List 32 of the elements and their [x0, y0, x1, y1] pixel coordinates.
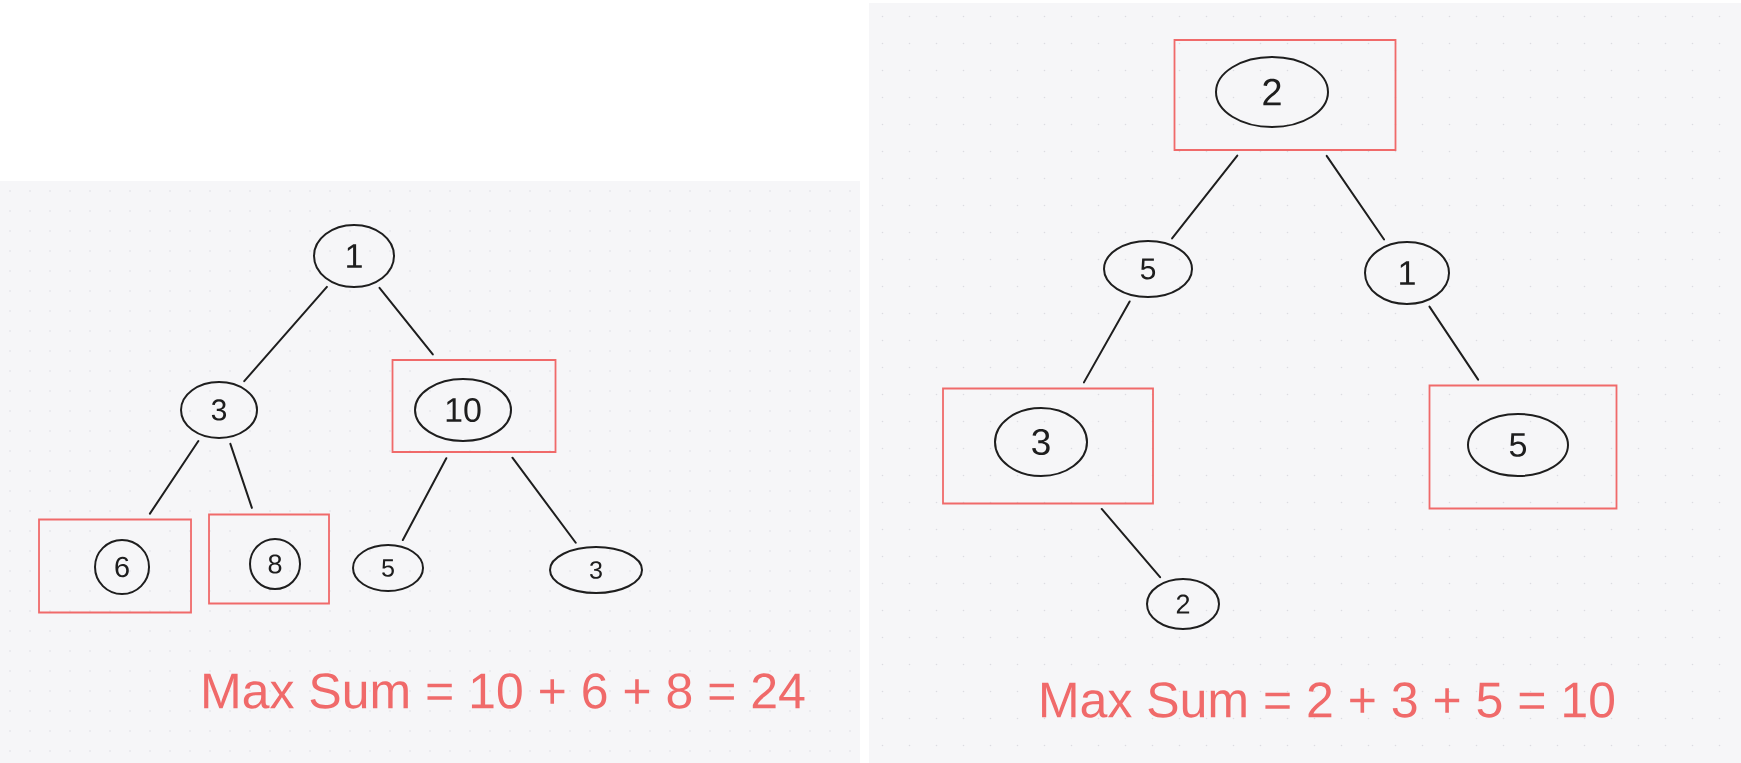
tree-node: 5 [1467, 413, 1569, 477]
highlight-box [38, 518, 192, 614]
tree-node: 5 [1103, 240, 1193, 298]
tree-edge [229, 442, 253, 509]
tree-node: 2 [1146, 578, 1220, 630]
tree-edge [1428, 305, 1480, 381]
highlight-box [208, 513, 330, 605]
tree-edge [1082, 300, 1131, 384]
tree-edge [1325, 154, 1386, 241]
tree-node: 3 [180, 381, 258, 439]
sum-label: Max Sum = 10 + 6 + 8 = 24 [204, 673, 805, 709]
tree-edge [1171, 154, 1239, 240]
tree-node: 5 [352, 544, 424, 592]
tree-node: 6 [94, 539, 150, 595]
tree-node: 10 [414, 378, 512, 442]
tree-edge [243, 285, 328, 383]
tree-node: 3 [994, 407, 1088, 477]
highlight-box [391, 359, 557, 453]
tree-edge [148, 439, 200, 515]
tree-node: 1 [1364, 241, 1450, 305]
tree-node: 1 [313, 224, 395, 288]
tree-node: 8 [249, 538, 301, 590]
highlight-box [1428, 384, 1618, 510]
sum-label: Max Sum = 2 + 3 + 5 = 10 [1042, 682, 1615, 718]
tree-node: 2 [1215, 56, 1329, 128]
tree-edge [401, 457, 448, 542]
highlight-box [942, 387, 1154, 505]
tree-edge [1100, 507, 1162, 579]
tree-edge [378, 286, 434, 356]
highlight-box [1173, 39, 1397, 151]
tree-node: 3 [549, 546, 643, 594]
tree-edge [511, 456, 577, 544]
